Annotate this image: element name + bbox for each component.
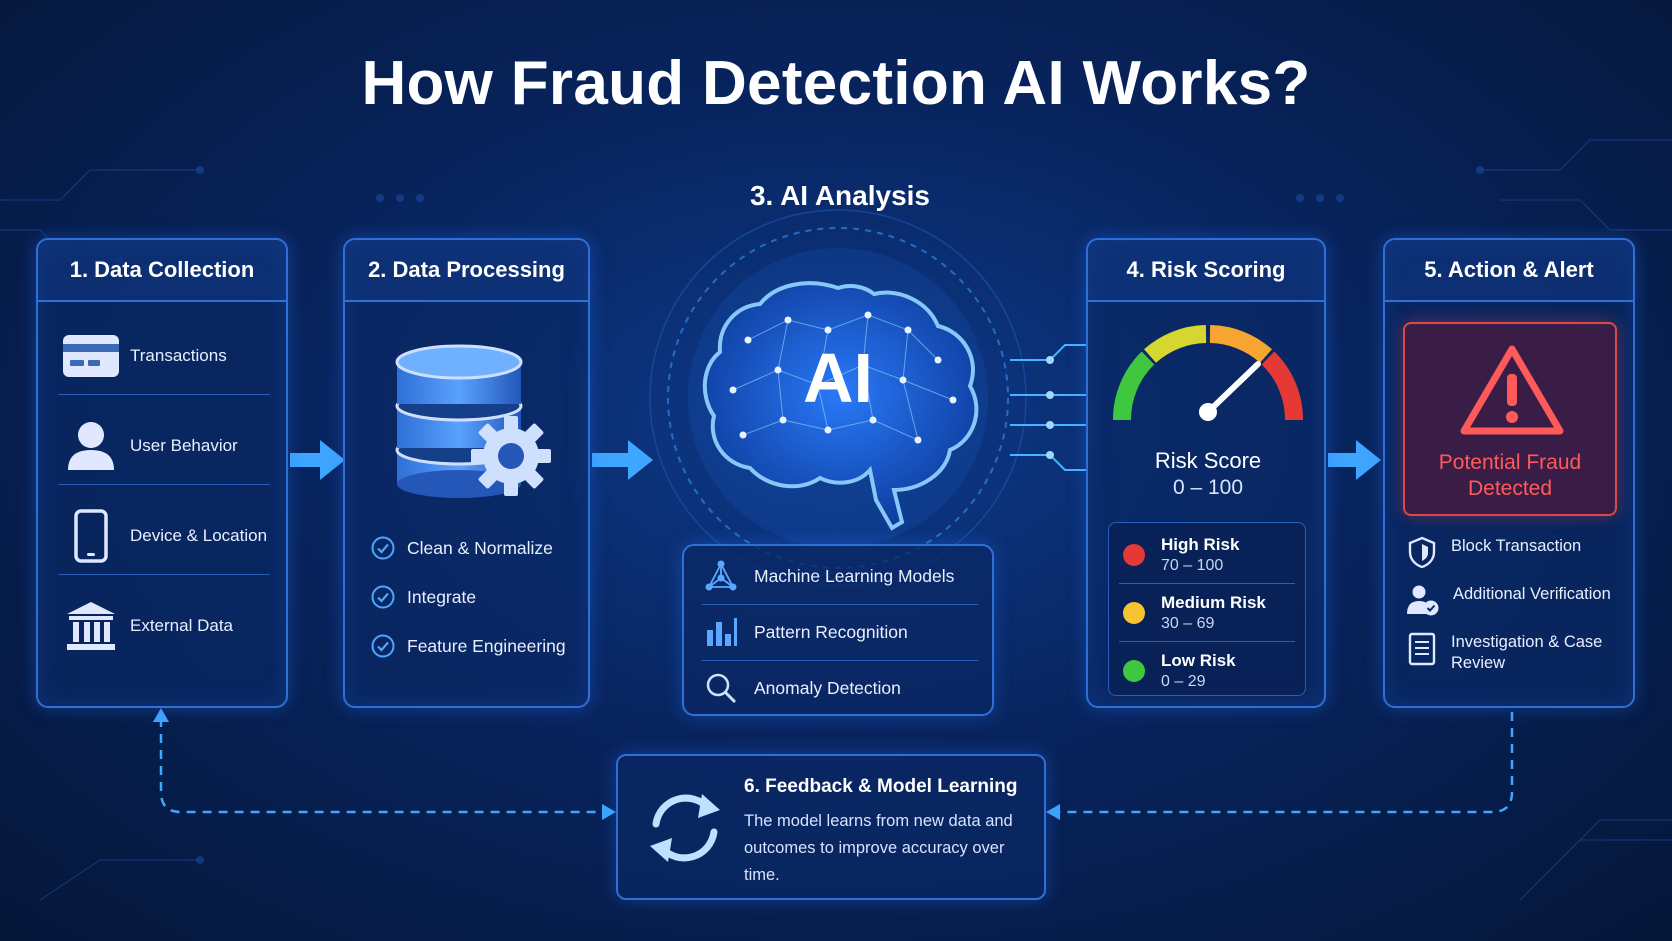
document-icon <box>1408 632 1436 666</box>
action-alert-title: 5. Action & Alert <box>1385 240 1633 302</box>
phone-icon <box>60 508 122 564</box>
divider <box>58 394 270 395</box>
check-circle-icon <box>371 634 395 658</box>
divider <box>702 604 978 605</box>
feedback-learning-card: 6. Feedback & Model Learning The model l… <box>616 754 1046 900</box>
data-collection-card: 1. Data Collection Transactions User Beh… <box>36 238 288 708</box>
divider <box>58 484 270 485</box>
action-label: Block Transaction <box>1451 537 1582 555</box>
ai-analysis-title: 3. AI Analysis <box>749 180 930 211</box>
page-title: How Fraud Detection AI Works? <box>361 49 1311 118</box>
arrow-1-2 <box>290 440 345 480</box>
bank-icon <box>60 598 122 654</box>
credit-card-icon <box>60 328 122 384</box>
fraud-alert-box: Potential Fraud Detected <box>1403 322 1617 516</box>
ai-brain-label: AI <box>803 339 873 417</box>
divider <box>702 660 978 661</box>
divider <box>58 574 270 575</box>
action-label: Investigation & Case Review <box>1451 633 1603 672</box>
feedback-loop <box>159 712 1514 814</box>
check-circle-icon <box>371 585 395 609</box>
risk-gauge-icon <box>1112 325 1304 421</box>
step-clean-normalize: Clean & Normalize <box>371 536 553 560</box>
step-label: Clean & Normalize <box>407 537 553 558</box>
risk-level-medium: Medium Risk 30 – 69 <box>1123 593 1266 633</box>
method-label: Machine Learning Models <box>754 565 955 586</box>
action-investigation: Investigation & Case Review <box>1407 632 1621 674</box>
source-external-data: External Data <box>60 598 270 654</box>
source-device-location: Device & Location <box>60 508 270 564</box>
user-check-icon <box>1407 585 1439 616</box>
high-risk-dot <box>1123 544 1145 566</box>
source-label: Device & Location <box>130 526 268 545</box>
feedback-description: The model learns from new data and outco… <box>744 812 1013 884</box>
shield-icon <box>1408 536 1436 568</box>
arrow-2-3 <box>592 440 653 480</box>
source-user-behavior: User Behavior <box>60 418 270 474</box>
refresh-icon <box>650 794 720 862</box>
bar-chart-icon <box>707 618 737 646</box>
arrow-4-5 <box>1328 440 1381 480</box>
risk-level-low: Low Risk 0 – 29 <box>1123 651 1236 691</box>
risk-scoring-card: 4. Risk Scoring Risk Score 0 – 100 High … <box>1086 238 1326 708</box>
method-pattern-recognition: Pattern Recognition <box>704 616 908 648</box>
risk-level-high: High Risk 70 – 100 <box>1123 535 1239 575</box>
data-processing-title: 2. Data Processing <box>345 240 588 302</box>
action-additional-verification: Additional Verification <box>1407 584 1623 616</box>
action-label: Additional Verification <box>1453 585 1611 603</box>
source-label: User Behavior <box>130 436 238 455</box>
source-label: External Data <box>130 616 233 635</box>
risk-level-range: 70 – 100 <box>1161 557 1224 574</box>
ai-brain-graphic: AI <box>688 270 988 540</box>
risk-legend: High Risk 70 – 100 Medium Risk 30 – 69 L… <box>1108 522 1306 696</box>
data-collection-title: 1. Data Collection <box>38 240 286 302</box>
source-transactions: Transactions <box>60 328 270 384</box>
risk-score-label: Risk Score <box>1154 448 1262 473</box>
method-label: Pattern Recognition <box>754 621 908 642</box>
step-integrate: Integrate <box>371 585 476 609</box>
risk-scoring-title: 4. Risk Scoring <box>1088 240 1324 302</box>
action-alert-card: 5. Action & Alert Potential Fraud Detect… <box>1383 238 1635 708</box>
source-label: Transactions <box>130 346 227 365</box>
magnifier-icon <box>706 673 737 704</box>
divider <box>1119 583 1295 584</box>
alert-line-2: Detected <box>1467 477 1553 500</box>
risk-level-name: Medium Risk <box>1161 593 1266 612</box>
method-anomaly-detection: Anomaly Detection <box>704 672 901 704</box>
check-circle-icon <box>371 536 395 560</box>
step-label: Integrate <box>407 586 477 607</box>
step-label: Feature Engineering <box>407 635 566 656</box>
risk-level-name: Low Risk <box>1161 651 1236 670</box>
database-gear-icon <box>393 340 557 505</box>
method-ml-models: Machine Learning Models <box>704 560 954 592</box>
risk-level-range: 0 – 29 <box>1161 673 1206 690</box>
feedback-title: 6. Feedback & Model Learning <box>744 776 1018 797</box>
risk-level-name: High Risk <box>1161 535 1240 554</box>
medium-risk-dot <box>1123 602 1145 624</box>
step-feature-engineering: Feature Engineering <box>371 634 566 658</box>
data-processing-card: 2. Data Processing <box>343 238 590 708</box>
method-label: Anomaly Detection <box>754 677 901 698</box>
action-block-transaction: Block Transaction <box>1407 536 1621 568</box>
fraud-alert-text: Potential Fraud Detected <box>1405 450 1615 502</box>
alert-line-1: Potential Fraud <box>1438 451 1582 474</box>
user-icon <box>60 418 122 474</box>
ai-methods-panel: Machine Learning Models Pattern Recognit… <box>682 544 994 716</box>
low-risk-dot <box>1123 660 1145 682</box>
network-icon <box>705 560 737 591</box>
ai-output-lines <box>1010 344 1086 471</box>
flow-arrows <box>290 440 1381 480</box>
risk-score-range: 0 – 100 <box>1172 476 1244 499</box>
warning-icon <box>1460 345 1564 435</box>
risk-level-range: 30 – 69 <box>1161 615 1215 632</box>
divider <box>1119 641 1295 642</box>
brain-icon <box>702 281 979 531</box>
